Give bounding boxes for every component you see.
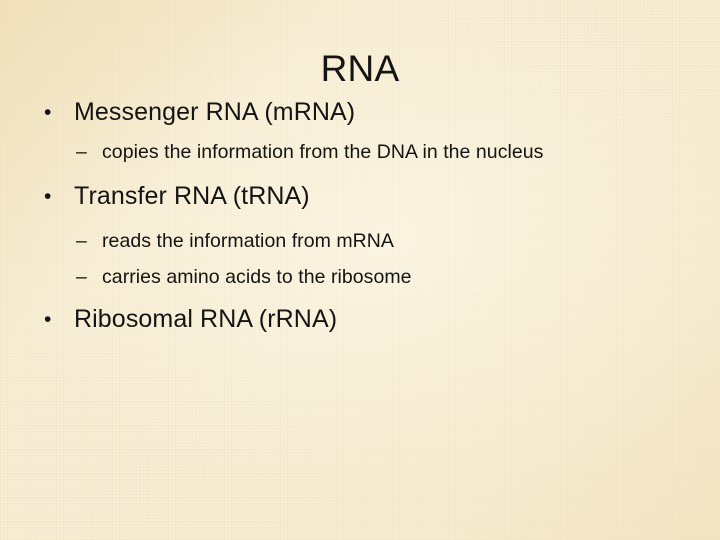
list-item: • Transfer RNA (tRNA)	[0, 180, 720, 213]
bullet-dot-icon: •	[44, 308, 52, 331]
slide-title: RNA	[320, 48, 400, 89]
list-item: • Ribosomal RNA (rRNA)	[0, 303, 720, 336]
list-item: – reads the information from mRNA	[0, 226, 720, 256]
spacer	[0, 292, 720, 303]
list-item-label: reads the information from mRNA	[102, 230, 394, 252]
spacer	[0, 167, 720, 180]
list-item: • Messenger RNA (mRNA)	[0, 96, 720, 129]
bullet-dash-icon: –	[76, 266, 87, 288]
list-item: – carries amino acids to the ribosome	[0, 262, 720, 292]
list-item-label: Transfer RNA (tRNA)	[74, 182, 310, 210]
slide-body-list: • Messenger RNA (mRNA) – copies the info…	[0, 96, 720, 338]
bullet-dash-icon: –	[76, 230, 87, 252]
bullet-dash-icon: –	[76, 141, 87, 163]
bullet-dot-icon: •	[44, 101, 52, 124]
spacer	[0, 215, 720, 226]
list-item: – copies the information from the DNA in…	[0, 137, 720, 167]
list-item-label: carries amino acids to the ribosome	[102, 266, 412, 288]
list-item-label: copies the information from the DNA in t…	[102, 141, 544, 163]
bullet-dot-icon: •	[44, 185, 52, 208]
list-item-label: Messenger RNA (mRNA)	[74, 98, 356, 126]
list-item-label: Ribosomal RNA (rRNA)	[74, 305, 338, 333]
